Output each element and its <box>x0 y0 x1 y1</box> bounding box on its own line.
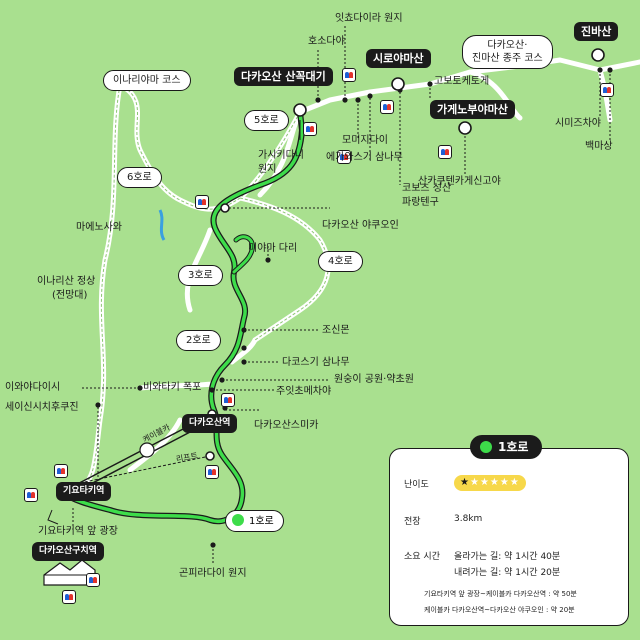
place-yakuoin: 다카오산 야쿠오인 <box>322 220 399 231</box>
star-empty-icon: ★ <box>479 477 490 488</box>
length-value: 3.8km <box>454 514 483 524</box>
place-kasikidani-2: 원지 <box>258 164 277 175</box>
toilet-icon <box>438 145 452 159</box>
course-label-2[interactable]: 2호로 <box>176 330 221 351</box>
place-inari-top-1: 이나리산 정상 <box>37 276 96 287</box>
peak-label-jinba[interactable]: 진바산 <box>574 22 619 41</box>
place-sankakute: 산카쿠텐카게신고야 <box>418 176 501 187</box>
place-mehayama: 백마상 <box>585 141 613 152</box>
route-1 <box>59 109 305 525</box>
place-hosodaya: 호소다야 <box>308 36 345 47</box>
course-label-5[interactable]: 5호로 <box>244 110 289 131</box>
place-kobotoke-sakura-2: 파랑텐구 <box>402 197 439 208</box>
place-kasikidani-1: 가시키다니 <box>258 150 304 161</box>
peak-label-kagenobu[interactable]: 가게노부야마산 <box>430 100 515 119</box>
place-miyama-bridge: 미야마 다리 <box>248 243 298 254</box>
up-time: 올라가는 길: 약 1시간 40분 <box>454 552 561 562</box>
place-konpira: 곤피라다이 원지 <box>179 568 247 579</box>
note-1: 기요타키역 앞 광장~케이블카 다카오산역 : 약 50분 <box>424 590 577 598</box>
length-label: 전장 <box>404 517 421 527</box>
course-label-3[interactable]: 3호로 <box>178 265 223 286</box>
place-kobotoke-pass: 고보토케토게 <box>434 76 490 87</box>
toilet-icon <box>342 68 356 82</box>
difficulty-label: 난이도 <box>404 480 429 490</box>
place-juichaya: 주잇초메차야 <box>276 386 332 397</box>
star-empty-icon: ★ <box>489 477 500 488</box>
toilet-icon <box>380 100 394 114</box>
green-dot-icon <box>232 514 244 526</box>
card-title: 1호로 <box>470 435 543 459</box>
place-kobotoke-sakura-1: 코보츠 성산 <box>402 183 452 194</box>
toilet-icon <box>86 573 100 587</box>
place-sumika: 다카오산스미카 <box>254 420 319 431</box>
course-1-marker[interactable]: 1호로 <box>225 510 284 532</box>
green-dot-icon <box>480 441 492 453</box>
other-trails-inner <box>79 84 329 489</box>
peak-label-takao[interactable]: 다카오산 산꼭대기 <box>234 67 333 86</box>
star-empty-icon: ★ <box>469 477 480 488</box>
toilet-icon <box>205 465 219 479</box>
star-filled-icon: ★ <box>460 477 470 488</box>
course-label-jinba[interactable]: 다카오산· 진마산 종주 코스 <box>462 35 553 69</box>
toilet-icon <box>54 464 68 478</box>
course-label-jinba-line2: 진마산 종주 코스 <box>472 53 543 64</box>
place-monkey-park: 원숭이 공원·약초원 <box>334 374 414 385</box>
station-label-kiyotaki[interactable]: 기요타키역 <box>56 482 112 501</box>
place-shimizu: 시미즈차야 <box>555 118 601 129</box>
station-icon <box>205 451 215 461</box>
difficulty-stars: ★★★★★★ <box>454 475 526 491</box>
kiyotaki-pointer <box>47 509 59 525</box>
place-biwa: 비와타키 폭포 <box>143 382 202 393</box>
dot-marker-icon <box>95 67 613 548</box>
station-label-cable[interactable]: 다카오산역 <box>182 414 238 433</box>
place-seishin: 세이신시치후쿠진 <box>5 402 79 413</box>
place-inari-top-2: (전망대) <box>52 290 88 301</box>
place-kiyotaki-plaza: 기요타키역 앞 광장 <box>38 526 118 537</box>
peak-marker-icon <box>293 48 605 135</box>
course-1-marker-label: 1호로 <box>249 516 274 527</box>
toilet-icon <box>62 590 76 604</box>
down-time: 내려가는 길: 약 1시간 20분 <box>454 568 561 578</box>
toilet-icon <box>337 150 351 164</box>
place-ichodaira: 잇쵸다이라 원지 <box>335 13 403 24</box>
toilet-icon <box>303 122 317 136</box>
course-label-jinba-line1: 다카오산· <box>487 40 528 51</box>
time-label: 소요 시간 <box>404 552 440 562</box>
toilet-icon <box>195 195 209 209</box>
stream <box>158 209 166 241</box>
toilet-icon <box>600 83 614 97</box>
course-info-card: 1호로 난이도 ★★★★★★ 전장 3.8km 소요 시간 올라가는 길: 약 … <box>389 435 629 626</box>
course-label-4[interactable]: 4호로 <box>318 251 363 272</box>
course-label-inari[interactable]: 이나리야마 코스 <box>103 70 191 91</box>
place-takosugi: 다코스기 삼나무 <box>282 357 350 368</box>
peak-label-shiro[interactable]: 시로야마산 <box>366 49 431 68</box>
place-egawa: 에가와스기 삼나무 <box>326 152 403 163</box>
star-empty-icon: ★ <box>509 477 520 488</box>
station-label-takaosanguchi[interactable]: 다카오산구치역 <box>32 542 104 561</box>
note-2: 케이블카 다카오산역~다카오산 야쿠오인 : 약 20분 <box>424 606 575 614</box>
course-label-6[interactable]: 6호로 <box>117 167 162 188</box>
place-iwaya: 이와야다이시 <box>5 382 61 393</box>
star-empty-icon: ★ <box>499 477 510 488</box>
toilet-icon <box>221 393 235 407</box>
place-momijidai: 모미지다이 <box>342 135 388 146</box>
place-maenosawa: 마에노사와 <box>76 222 122 233</box>
toilet-icon <box>24 488 38 502</box>
temple-icon <box>220 203 230 213</box>
card-title-text: 1호로 <box>498 440 529 454</box>
place-joshinmon: 조신몬 <box>322 325 350 336</box>
